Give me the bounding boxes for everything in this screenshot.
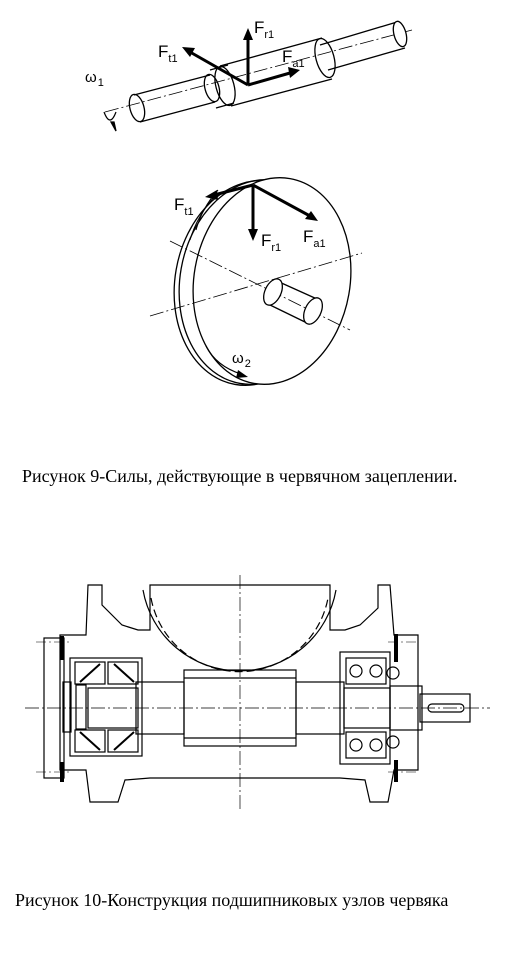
- worm-label-ft1: Ft1: [158, 42, 178, 65]
- worm-bearing-assembly-drawing: [25, 575, 490, 810]
- worm-gear-forces-diagram: Fr1 Ft1 Fa1 ω1 Ft1 Fr1 Fa1 ω2: [85, 18, 413, 386]
- wheel-label-ft1: Ft1: [174, 195, 194, 218]
- worm-omega-label: ω1: [85, 69, 104, 89]
- wheel-omega-label: ω2: [232, 350, 251, 370]
- worm-shaft-drawing: [103, 20, 413, 132]
- wheel-label-fa1: Fa1: [303, 227, 326, 250]
- wheel-label-fr1: Fr1: [261, 231, 281, 254]
- worm-label-fa1: Fa1: [282, 47, 305, 70]
- figure-10-caption: Рисунок 10-Конструкция подшипниковых узл…: [15, 890, 449, 910]
- left-bearing: [69, 657, 143, 757]
- worm-label-fr1: Fr1: [254, 18, 274, 41]
- worm-wheel-drawing: [149, 177, 363, 386]
- figure-9-caption: Рисунок 9-Силы, действующие в червячном …: [22, 466, 458, 486]
